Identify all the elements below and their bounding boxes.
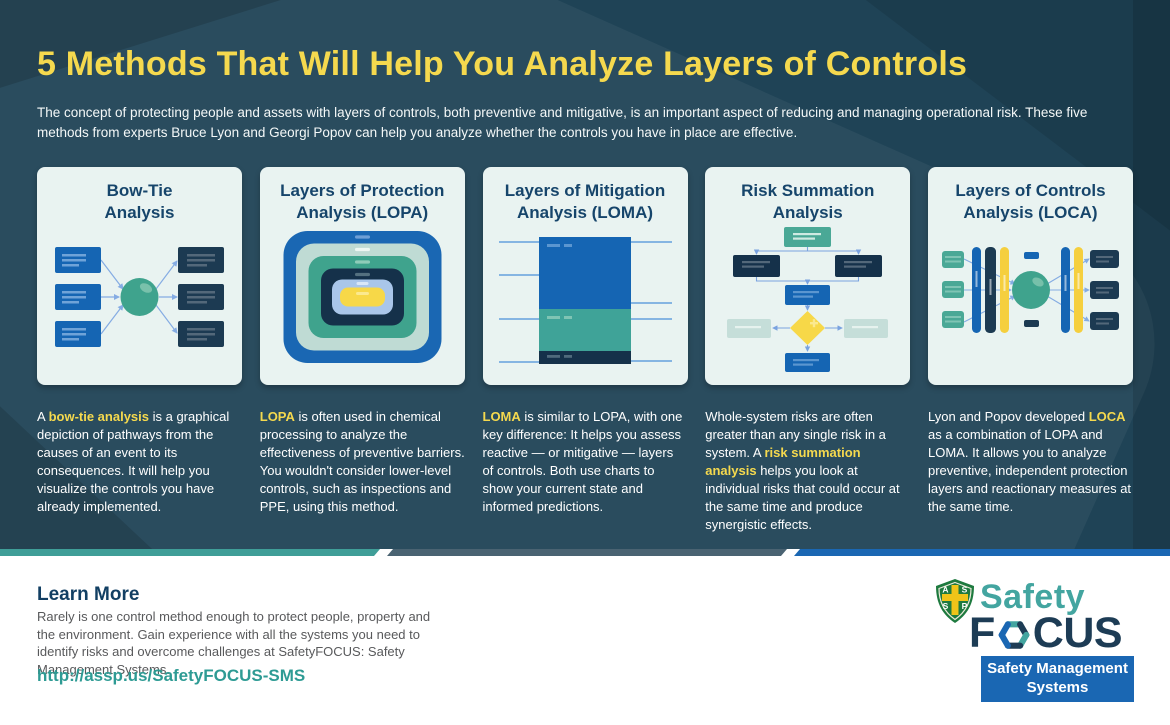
logo-focus-f: F: [969, 609, 995, 657]
method-card-bow-tie: Bow-Tie Analysis: [37, 167, 242, 385]
divider-stripe: [0, 549, 1170, 556]
method-card-lopa: Layers of Protection Analysis (LOPA): [259, 167, 465, 385]
card-title: Layers of Controls Analysis (LOCA): [955, 181, 1106, 222]
stacked-blocks-diagram: [498, 237, 672, 364]
desc-highlight: LOMA: [482, 409, 521, 424]
desc-highlight: LOCA: [1088, 409, 1126, 424]
method-description: Whole-system risks are often greater tha…: [705, 408, 910, 534]
desc-highlight: risk summation analysis: [705, 444, 861, 478]
safetyfocus-logo: A S S P ® Safety F: [933, 576, 1138, 702]
method-description: LOMA is similar to LOPA, with one key di…: [483, 408, 688, 534]
divider-segment-blue: [794, 549, 1170, 556]
method-cards: Bow-Tie Analysis: [37, 167, 1133, 385]
logo-focus-text: F CUS: [969, 609, 1123, 658]
safetyfocus-link[interactable]: http://assp.us/SafetyFOCUS-SMS: [37, 666, 306, 685]
method-card-risk-summation: Risk Summation Analysis: [705, 167, 911, 385]
desc-text: is similar to LOPA, with one key differe…: [482, 409, 683, 514]
desc-highlight: LOPA: [259, 409, 295, 424]
method-description: A bow-tie analysis is a graphical depict…: [37, 408, 242, 534]
controls-bowtie-diagram: [942, 247, 1119, 333]
shield-letter: S: [943, 601, 949, 611]
desc-text: as a combination of LOPA and LOMA. It al…: [928, 426, 1132, 514]
logo-focus-cus: CUS: [1032, 609, 1123, 657]
banner: 5 Methods That Will Help You Analyze Lay…: [0, 0, 1170, 549]
shutter-o-icon: [998, 620, 1030, 649]
logo-safety-text: Safety: [980, 578, 1086, 616]
learn-more-title: Learn More: [37, 584, 140, 605]
desc-text: Lyon and Popov developed: [928, 409, 1089, 424]
footer: Learn More Rarely is one control method …: [0, 556, 1170, 725]
method-card-loca: Layers of Controls Analysis (LOCA): [928, 167, 1133, 385]
logo-tagline: Safety Management Systems: [981, 656, 1134, 702]
shield-letter: P: [962, 601, 968, 611]
learn-more-text: Rarely is one control method enough to p…: [37, 609, 431, 677]
card-title: Layers of Mitigation Analysis (LOMA): [504, 181, 666, 222]
card-title: Risk Summation Analysis: [741, 181, 875, 222]
assp-shield-icon: A S S P ®: [936, 579, 979, 627]
desc-text: is often used in chemical processing to …: [259, 409, 465, 514]
divider-segment-slate: [387, 549, 787, 556]
background-pattern: [1133, 0, 1170, 549]
method-card-loma: Layers of Mitigation Analysis (LOMA): [482, 167, 688, 385]
page-title: 5 Methods That Will Help You Analyze Lay…: [37, 45, 968, 83]
desc-text: Whole-system risks are often greater tha…: [705, 409, 886, 460]
desc-text: is a graphical depiction of pathways fro…: [37, 409, 230, 514]
shield-letter: A: [942, 585, 948, 595]
shield-letter: S: [962, 585, 968, 595]
flowchart-diagram: [727, 227, 889, 372]
divider-segment-teal: [0, 549, 380, 556]
nested-layers-diagram: [283, 231, 442, 363]
method-description: LOPA is often used in chemical processin…: [260, 408, 465, 534]
method-descriptions: A bow-tie analysis is a graphical depict…: [37, 408, 1133, 534]
desc-text: helps you look at individual risks that …: [705, 462, 900, 532]
registered-mark: ®: [975, 620, 979, 627]
card-title: Layers of Protection Analysis (LOPA): [280, 181, 445, 222]
card-title: Bow-Tie Analysis: [104, 181, 175, 222]
bow-tie-diagram: [55, 247, 224, 347]
method-description: Lyon and Popov developed LOCA as a combi…: [928, 408, 1133, 534]
intro-text: The concept of protecting people and ass…: [37, 105, 1088, 141]
desc-highlight: bow-tie analysis: [48, 409, 149, 424]
desc-text: A: [37, 409, 49, 424]
